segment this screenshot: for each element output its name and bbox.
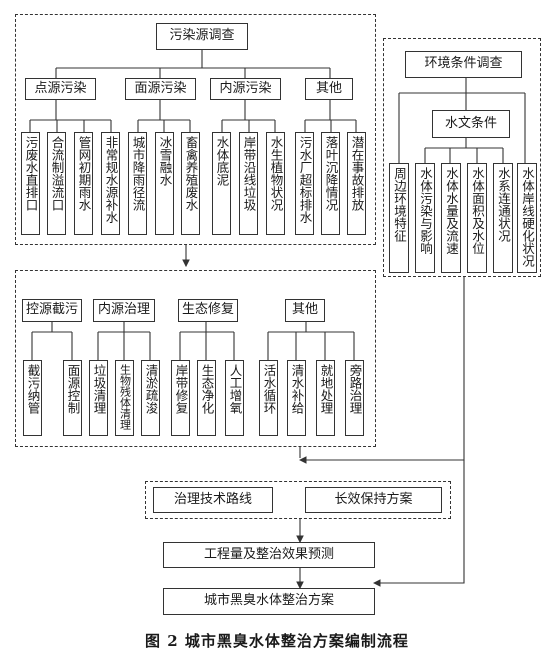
- env-item-pollution-impact: 水体污染与影响: [415, 163, 435, 273]
- plan-group: [145, 481, 451, 519]
- item-shoreline-garbage: 岸带沿线垃圾: [239, 132, 258, 235]
- hydrology-conditions: 水文条件: [432, 110, 510, 138]
- item-leaf-settlement: 落叶沉降情况: [321, 132, 340, 235]
- measure-item-biomass-cleanup: 生物残体清理: [115, 360, 134, 436]
- item-urban-runoff: 城市降雨径流: [128, 132, 147, 235]
- measure-item-aeration: 人工增氧: [225, 360, 244, 436]
- environment-survey-title: 环境条件调查: [405, 51, 522, 78]
- measure-item-nonpoint-control: 面源控制: [63, 360, 82, 436]
- measure-source-control: 控源截污: [22, 299, 82, 322]
- measure-item-clean-water: 清水补给: [287, 360, 306, 436]
- item-accident-discharge: 潜在事故排放: [347, 132, 366, 235]
- item-sediment: 水体底泥: [212, 132, 231, 235]
- item-sewage-outfall: 污废水直排口: [21, 132, 40, 235]
- measure-item-circulation: 活水循环: [259, 360, 278, 436]
- item-plant-overflow: 污水厂超标排水: [295, 132, 314, 235]
- env-item-connectivity: 水系连通状况: [493, 163, 513, 273]
- env-item-shoreline-hardening: 水体岸线硬化状况: [517, 163, 537, 273]
- environment-survey-group: [383, 38, 541, 277]
- item-snowmelt: 冰雪融水: [155, 132, 174, 235]
- measure-item-garbage-cleanup: 垃圾清理: [89, 360, 108, 436]
- measure-item-shoreline-repair: 岸带修复: [171, 360, 190, 436]
- category-nonpoint-source: 面源污染: [125, 78, 196, 100]
- final-plan: 城市黑臭水体整治方案: [163, 588, 375, 615]
- env-item-surroundings: 周边环境特征: [389, 163, 409, 273]
- pollution-survey-title: 污染源调查: [156, 23, 248, 50]
- measure-item-bypass-treatment: 旁路治理: [345, 360, 364, 436]
- pollution-survey-group: [15, 14, 376, 245]
- measures-group: [15, 270, 376, 447]
- technical-route: 治理技术路线: [153, 487, 273, 513]
- category-point-source: 点源污染: [25, 78, 96, 100]
- item-aquatic-plants: 水生植物状况: [266, 132, 285, 235]
- long-term-plan: 长效保持方案: [305, 487, 442, 513]
- effect-forecast: 工程量及整治效果预测: [163, 542, 375, 568]
- item-unconventional-supply: 非常规水源补水: [101, 132, 120, 235]
- item-livestock-wastewater: 畜禽养殖废水: [181, 132, 200, 235]
- measure-internal-treatment: 内源治理: [93, 299, 155, 322]
- measure-item-dredging: 清淤疏浚: [141, 360, 160, 436]
- measure-other: 其他: [285, 299, 325, 322]
- measure-item-onsite-treatment: 就地处理: [316, 360, 335, 436]
- measure-item-eco-purification: 生态净化: [197, 360, 216, 436]
- figure-caption: 图 2 城市黑臭水体整治方案编制流程: [145, 632, 409, 650]
- measure-item-interception: 截污纳管: [23, 360, 42, 436]
- item-initial-rainwater: 管网初期雨水: [74, 132, 93, 235]
- item-combined-overflow: 合流制溢流口: [47, 132, 66, 235]
- measure-ecological-restoration: 生态修复: [178, 299, 238, 322]
- env-item-volume-flow: 水体水量及流速: [441, 163, 461, 273]
- category-internal-source: 内源污染: [210, 78, 281, 100]
- category-other-pollution: 其他: [305, 78, 353, 100]
- env-item-area-level: 水体面积及水位: [467, 163, 487, 273]
